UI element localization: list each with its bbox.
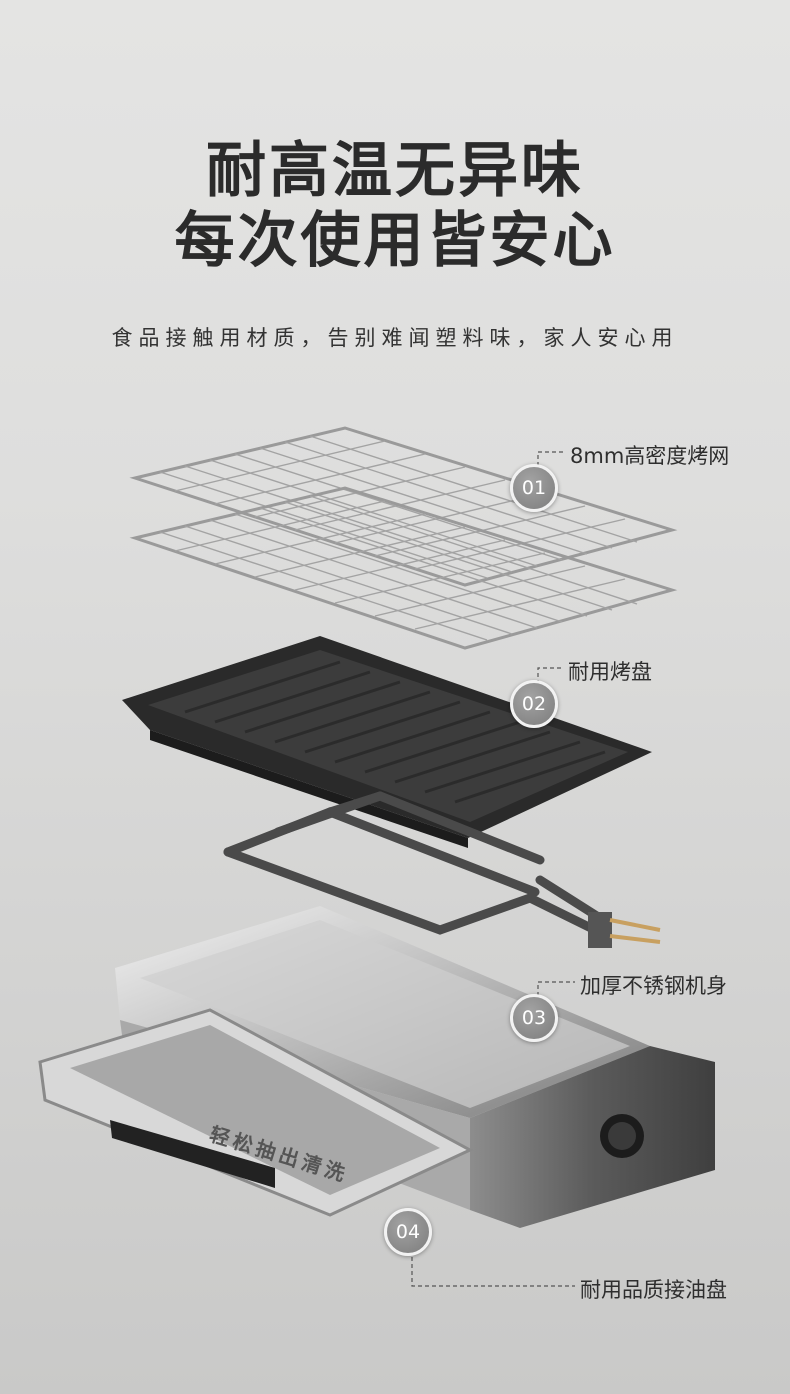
callout-badge-02: 02 — [510, 680, 558, 728]
subtitle: 食品接触用材质，告别难闻塑料味，家人安心用 — [111, 326, 679, 350]
callout-label-02: 耐用烤盘 — [568, 660, 652, 684]
heating-element-terminals — [588, 912, 661, 948]
callout-label-03: 加厚不锈钢机身 — [580, 974, 727, 998]
grill-pan — [122, 636, 652, 848]
heating-element — [223, 791, 605, 935]
grill-rack-top — [129, 426, 678, 587]
callout-label-01: 8mm高密度烤网 — [570, 444, 730, 468]
headline-line-1: 耐高温无异味 — [206, 136, 584, 206]
callout-label-04: 耐用品质接油盘 — [580, 1278, 727, 1302]
drip-tray — [38, 1008, 474, 1217]
headline-line-2: 每次使用皆安心 — [174, 206, 616, 276]
callout-badge-01: 01 — [510, 464, 558, 512]
callout-leaders — [411, 451, 575, 1287]
callout-badge-04: 04 — [384, 1208, 432, 1256]
grill-rack-bottom — [129, 486, 678, 650]
callout-badge-03: 03 — [510, 994, 558, 1042]
